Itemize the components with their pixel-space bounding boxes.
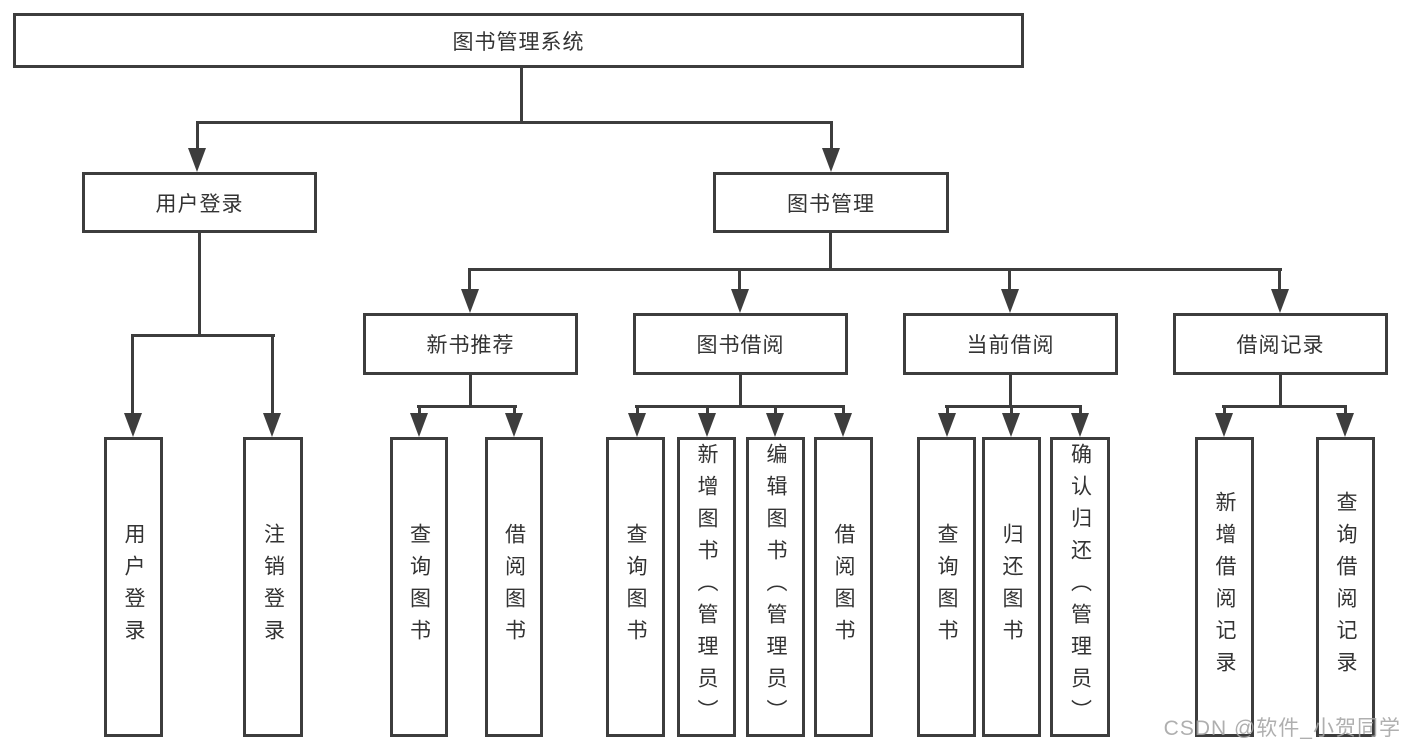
connector-drop bbox=[842, 405, 845, 415]
connector-user-login-bus bbox=[131, 334, 275, 337]
leaf-query-borrow-record: 查询借阅记录 bbox=[1316, 437, 1375, 737]
connector-drop-book-borrowing bbox=[738, 268, 741, 291]
connector-level1-bus bbox=[196, 121, 833, 124]
connector-drop bbox=[418, 405, 421, 415]
node-new-book-recommend-label: 新书推荐 bbox=[426, 334, 515, 357]
connector-current-borrowing-bus bbox=[945, 405, 1082, 408]
connector-level2-bus bbox=[468, 268, 1282, 271]
connector-drop-user-login bbox=[196, 121, 199, 150]
connector-new-book-stem bbox=[469, 375, 472, 407]
leaf-add-borrow-record-label: 新增借阅记录 bbox=[1213, 491, 1236, 683]
leaf-borrowing-query-books: 查询图书 bbox=[606, 437, 665, 737]
leaf-add-books-admin-label: 新增图书（管理员） bbox=[695, 443, 718, 731]
node-book-borrowing-label: 图书借阅 bbox=[696, 334, 785, 357]
connector-drop-leaf-logout bbox=[271, 334, 274, 415]
leaf-recommend-borrow-books: 借阅图书 bbox=[485, 437, 543, 737]
leaf-recommend-query-books-label: 查询图书 bbox=[407, 523, 431, 651]
connector-borrowing-records-stem bbox=[1279, 375, 1282, 407]
leaf-return-books: 归还图书 bbox=[982, 437, 1041, 737]
node-library-system: 图书管理系统 bbox=[13, 13, 1024, 68]
node-borrowing-records-label: 借阅记录 bbox=[1236, 334, 1325, 357]
node-user-login-label: 用户登录 bbox=[155, 192, 244, 216]
arrow-down-icon bbox=[263, 413, 281, 437]
arrow-down-icon bbox=[834, 413, 852, 437]
connector-drop bbox=[946, 405, 949, 415]
connector-borrowing-records-bus bbox=[1222, 405, 1347, 408]
arrow-down-icon bbox=[188, 148, 206, 172]
leaf-current-query-books: 查询图书 bbox=[917, 437, 976, 737]
node-borrowing-records: 借阅记录 bbox=[1173, 313, 1388, 375]
leaf-borrowing-query-books-label: 查询图书 bbox=[624, 523, 647, 651]
leaf-return-books-label: 归还图书 bbox=[1000, 523, 1023, 651]
node-user-login: 用户登录 bbox=[82, 172, 317, 233]
connector-root-stem bbox=[520, 68, 523, 124]
arrow-down-icon bbox=[1215, 413, 1233, 437]
arrow-down-icon bbox=[628, 413, 646, 437]
leaf-logout-label: 注销登录 bbox=[261, 523, 285, 651]
leaf-recommend-query-books: 查询图书 bbox=[390, 437, 448, 737]
leaf-confirm-return-admin: 确认归还（管理员） bbox=[1050, 437, 1110, 737]
connector-drop-new-book bbox=[468, 268, 471, 291]
connector-book-borrowing-stem bbox=[739, 375, 742, 407]
node-current-borrowing: 当前借阅 bbox=[903, 313, 1118, 375]
connector-drop bbox=[513, 405, 516, 415]
arrow-down-icon bbox=[505, 413, 523, 437]
connector-new-book-bus bbox=[417, 405, 517, 408]
arrow-down-icon bbox=[731, 289, 749, 313]
leaf-confirm-return-admin-label: 确认归还（管理员） bbox=[1068, 443, 1092, 731]
node-book-management: 图书管理 bbox=[713, 172, 949, 233]
leaf-edit-books-admin: 编辑图书（管理员） bbox=[746, 437, 805, 737]
leaf-user-login-label: 用户登录 bbox=[122, 523, 145, 651]
connector-drop bbox=[774, 405, 777, 415]
connector-drop-book-management bbox=[830, 121, 833, 150]
arrow-down-icon bbox=[124, 413, 142, 437]
connector-drop-current-borrowing bbox=[1008, 268, 1011, 291]
leaf-borrowing-borrow-books-label: 借阅图书 bbox=[832, 523, 855, 651]
leaf-add-books-admin: 新增图书（管理员） bbox=[677, 437, 736, 737]
arrow-down-icon bbox=[698, 413, 716, 437]
connector-book-borrowing-bus bbox=[635, 405, 845, 408]
connector-book-management-stem bbox=[829, 233, 832, 271]
arrow-down-icon bbox=[766, 413, 784, 437]
arrow-down-icon bbox=[1071, 413, 1089, 437]
leaf-logout: 注销登录 bbox=[243, 437, 303, 737]
arrow-down-icon bbox=[1002, 413, 1020, 437]
leaf-current-query-books-label: 查询图书 bbox=[935, 523, 958, 651]
leaf-user-login: 用户登录 bbox=[104, 437, 163, 737]
node-library-system-label: 图书管理系统 bbox=[452, 30, 585, 54]
node-current-borrowing-label: 当前借阅 bbox=[966, 334, 1055, 357]
arrow-down-icon bbox=[461, 289, 479, 313]
arrow-down-icon bbox=[1336, 413, 1354, 437]
node-book-borrowing: 图书借阅 bbox=[633, 313, 848, 375]
connector-current-borrowing-stem bbox=[1009, 375, 1012, 407]
connector-drop-leaf-user-login bbox=[131, 334, 134, 415]
arrow-down-icon bbox=[822, 148, 840, 172]
connector-drop bbox=[636, 405, 639, 415]
arrow-down-icon bbox=[1001, 289, 1019, 313]
connector-drop bbox=[706, 405, 709, 415]
csdn-watermark: CSDN @软件_小贺同学 bbox=[1163, 717, 1401, 740]
connector-drop-borrowing-records bbox=[1278, 268, 1281, 291]
node-book-management-label: 图书管理 bbox=[787, 192, 875, 216]
arrow-down-icon bbox=[938, 413, 956, 437]
connector-user-login-stem bbox=[198, 233, 201, 337]
arrow-down-icon bbox=[410, 413, 428, 437]
leaf-recommend-borrow-books-label: 借阅图书 bbox=[502, 523, 526, 651]
connector-drop bbox=[1079, 405, 1082, 415]
leaf-query-borrow-record-label: 查询借阅记录 bbox=[1334, 491, 1357, 683]
arrow-down-icon bbox=[1271, 289, 1289, 313]
node-new-book-recommend: 新书推荐 bbox=[363, 313, 578, 375]
connector-drop bbox=[1344, 405, 1347, 415]
connector-drop bbox=[1010, 405, 1013, 415]
leaf-add-borrow-record: 新增借阅记录 bbox=[1195, 437, 1254, 737]
connector-drop bbox=[1223, 405, 1226, 415]
leaf-edit-books-admin-label: 编辑图书（管理员） bbox=[764, 443, 787, 731]
leaf-borrowing-borrow-books: 借阅图书 bbox=[814, 437, 873, 737]
